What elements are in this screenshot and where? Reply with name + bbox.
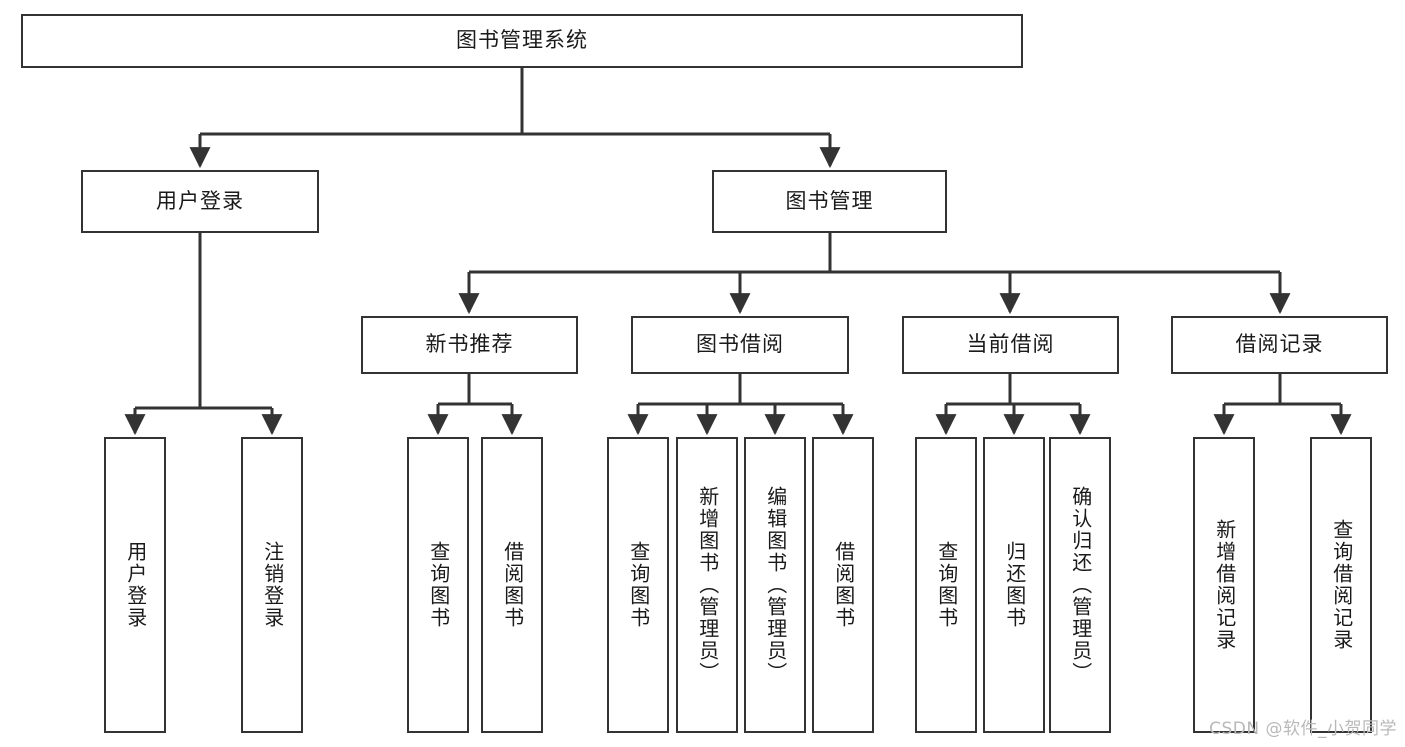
leaf-borrowrecord-add-record[interactable]: 新增借阅记录 (1193, 437, 1255, 733)
leaf-newbook-borrow-book[interactable]: 借阅图书 (481, 437, 543, 733)
leaf-newbook-query-book-label: 查询图书 (426, 541, 451, 629)
leaf-bookborrow-edit-book-label: 编辑图书（管理员） (763, 486, 788, 684)
leaf-bookborrow-edit-book[interactable]: 编辑图书（管理员） (744, 437, 806, 733)
node-current-borrow[interactable]: 当前借阅 (902, 316, 1119, 374)
leaf-logout[interactable]: 注销登录 (241, 437, 303, 733)
leaf-borrowrecord-add-record-label: 新增借阅记录 (1212, 519, 1237, 651)
leaf-bookborrow-add-book-label: 新增图书（管理员） (695, 486, 720, 684)
leaf-borrowrecord-query-record-label: 查询借阅记录 (1329, 519, 1354, 651)
leaf-currentborrow-query-book-label: 查询图书 (934, 541, 959, 629)
leaf-currentborrow-query-book[interactable]: 查询图书 (915, 437, 977, 733)
leaf-bookborrow-borrow-book[interactable]: 借阅图书 (812, 437, 874, 733)
node-user-login[interactable]: 用户登录 (81, 170, 319, 233)
leaf-bookborrow-add-book[interactable]: 新增图书（管理员） (676, 437, 738, 733)
watermark: CSDN @软件_小贺同学 (1209, 719, 1397, 739)
node-borrow-record-label: 借阅记录 (1235, 332, 1324, 357)
leaf-user-login-label: 用户登录 (123, 541, 148, 629)
leaf-currentborrow-return-book[interactable]: 归还图书 (983, 437, 1045, 733)
leaf-user-login[interactable]: 用户登录 (104, 437, 166, 733)
node-book-borrow[interactable]: 图书借阅 (631, 316, 849, 374)
leaf-newbook-borrow-book-label: 借阅图书 (500, 541, 525, 629)
node-borrow-record[interactable]: 借阅记录 (1171, 316, 1388, 374)
leaf-currentborrow-confirm-return[interactable]: 确认归还（管理员） (1049, 437, 1111, 733)
node-book-management-label: 图书管理 (785, 188, 874, 213)
node-book-borrow-label: 图书借阅 (696, 332, 784, 357)
node-root[interactable]: 图书管理系统 (21, 14, 1023, 68)
leaf-bookborrow-query-book-label: 查询图书 (626, 541, 651, 629)
node-book-management[interactable]: 图书管理 (712, 170, 947, 233)
leaf-bookborrow-borrow-book-label: 借阅图书 (831, 541, 856, 629)
leaf-currentborrow-confirm-return-label: 确认归还（管理员） (1068, 486, 1093, 684)
node-current-borrow-label: 当前借阅 (966, 332, 1055, 357)
node-new-book-recommend-label: 新书推荐 (425, 332, 514, 357)
leaf-borrowrecord-query-record[interactable]: 查询借阅记录 (1310, 437, 1372, 733)
node-new-book-recommend[interactable]: 新书推荐 (361, 316, 578, 374)
leaf-newbook-query-book[interactable]: 查询图书 (407, 437, 469, 733)
leaf-currentborrow-return-book-label: 归还图书 (1002, 541, 1027, 629)
node-user-login-label: 用户登录 (156, 188, 244, 213)
leaf-bookborrow-query-book[interactable]: 查询图书 (607, 437, 669, 733)
node-root-label: 图书管理系统 (456, 28, 588, 53)
leaf-logout-label: 注销登录 (260, 541, 285, 629)
